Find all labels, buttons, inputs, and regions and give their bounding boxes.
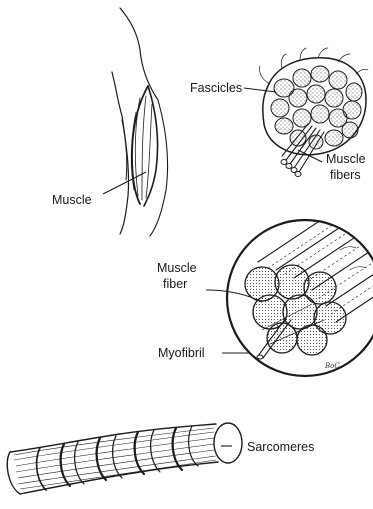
arm-muscle-illustration <box>112 8 168 236</box>
fascicles-label: Fascicles <box>190 81 242 95</box>
muscle-fiber-label-line2: fiber <box>163 277 187 291</box>
sarcomeres-label: Sarcomeres <box>247 440 314 454</box>
muscle-label: Muscle <box>52 193 92 207</box>
muscle-fiber-magnified-view: BoC <box>227 214 373 376</box>
muscle-fibers-label-line2: fibers <box>330 168 361 182</box>
sarcomeres-myofibril-illustration <box>7 423 242 494</box>
muscle-fibers-label-line1: Muscle <box>326 152 366 166</box>
muscle-leader-line <box>103 172 146 194</box>
fascicles-leader-line <box>244 88 276 92</box>
artist-signature: BoC <box>324 362 340 370</box>
myofibril-label: Myofibril <box>158 346 205 360</box>
sarcomere-bands <box>37 426 198 490</box>
muscle-fiber-label-line1: Muscle <box>157 261 197 275</box>
